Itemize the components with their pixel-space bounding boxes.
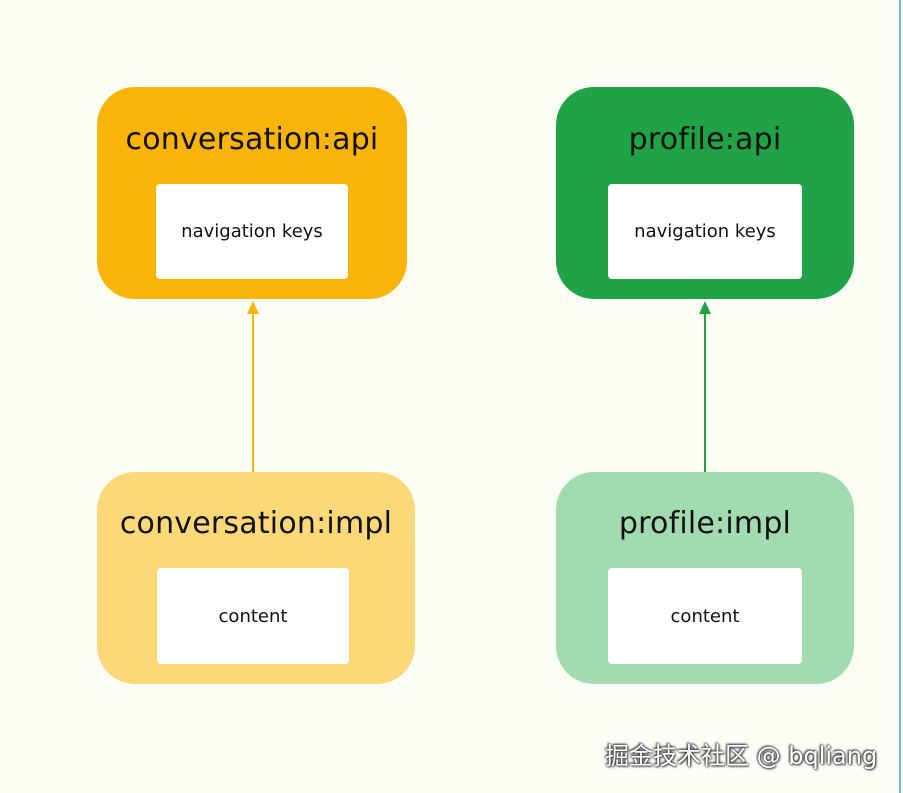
module-content-box: content: [608, 568, 802, 664]
conversation-api-module: conversation:api navigation keys: [97, 87, 407, 299]
module-content-box: navigation keys: [156, 184, 348, 279]
module-title: profile:api: [628, 122, 782, 157]
watermark: 掘金技术社区 @ bqliang: [605, 742, 878, 770]
profile-api-module: profile:api navigation keys: [556, 87, 854, 299]
arrow-profile-impl-to-api: [699, 301, 711, 472]
module-title: profile:impl: [618, 506, 792, 541]
module-title: conversation:impl: [119, 506, 393, 541]
profile-impl-module: profile:impl content: [556, 472, 854, 684]
module-title: conversation:api: [125, 122, 379, 157]
module-content-box: content: [157, 568, 349, 664]
right-edge-border: [899, 0, 901, 793]
module-content-box: navigation keys: [608, 184, 802, 279]
arrow-conversation-impl-to-api: [247, 301, 259, 472]
conversation-impl-module: conversation:impl content: [97, 472, 415, 684]
